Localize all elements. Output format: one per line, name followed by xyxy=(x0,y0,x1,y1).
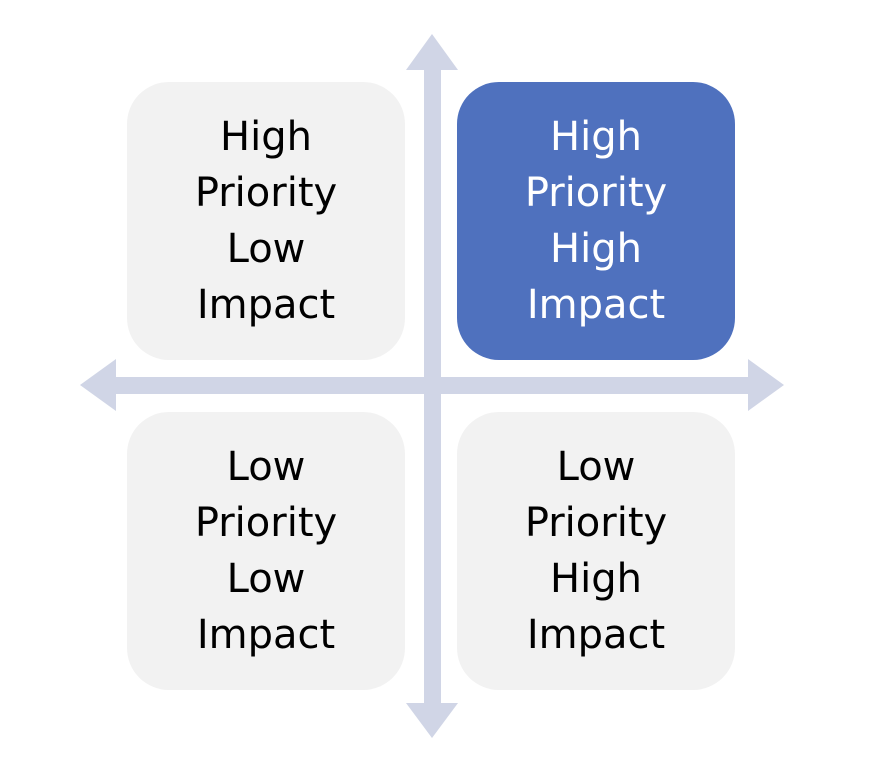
quadrant-label-line: High xyxy=(550,556,642,602)
quadrant-label-line: Low xyxy=(226,444,306,490)
arrow-up-icon xyxy=(406,34,458,70)
quadrant-label-line: Low xyxy=(226,226,306,272)
quadrant-label-line: Impact xyxy=(526,612,666,658)
horizontal-axis xyxy=(114,377,752,394)
quadrant-label-line: Low xyxy=(226,556,306,602)
quadrant-label-line: High xyxy=(220,114,312,160)
quadrant-label: High Priority High Impact xyxy=(525,109,667,333)
quadrant-label-line: Priority xyxy=(194,170,338,216)
arrow-left-icon xyxy=(80,359,116,411)
quadrant-label-line: Priority xyxy=(194,500,338,546)
quadrant-label-line: Impact xyxy=(526,282,666,328)
quadrant-high-priority-high-impact: High Priority High Impact xyxy=(457,82,735,360)
quadrant-label: High Priority Low Impact xyxy=(195,109,337,333)
quadrant-label-line: High xyxy=(550,226,642,272)
quadrant-low-priority-high-impact: Low Priority High Impact xyxy=(457,412,735,690)
quadrant-label-line: Low xyxy=(556,444,636,490)
arrow-right-icon xyxy=(748,359,784,411)
quadrant-label: Low Priority High Impact xyxy=(525,439,667,663)
quadrant-label: Low Priority Low Impact xyxy=(195,439,337,663)
arrow-down-icon xyxy=(406,703,458,738)
quadrant-label-line: Priority xyxy=(524,170,668,216)
quadrant-label-line: Impact xyxy=(196,612,336,658)
quadrant-low-priority-low-impact: Low Priority Low Impact xyxy=(127,412,405,690)
quadrant-label-line: Impact xyxy=(196,282,336,328)
quadrant-high-priority-low-impact: High Priority Low Impact xyxy=(127,82,405,360)
quadrant-label-line: High xyxy=(550,114,642,160)
quadrant-label-line: Priority xyxy=(524,500,668,546)
